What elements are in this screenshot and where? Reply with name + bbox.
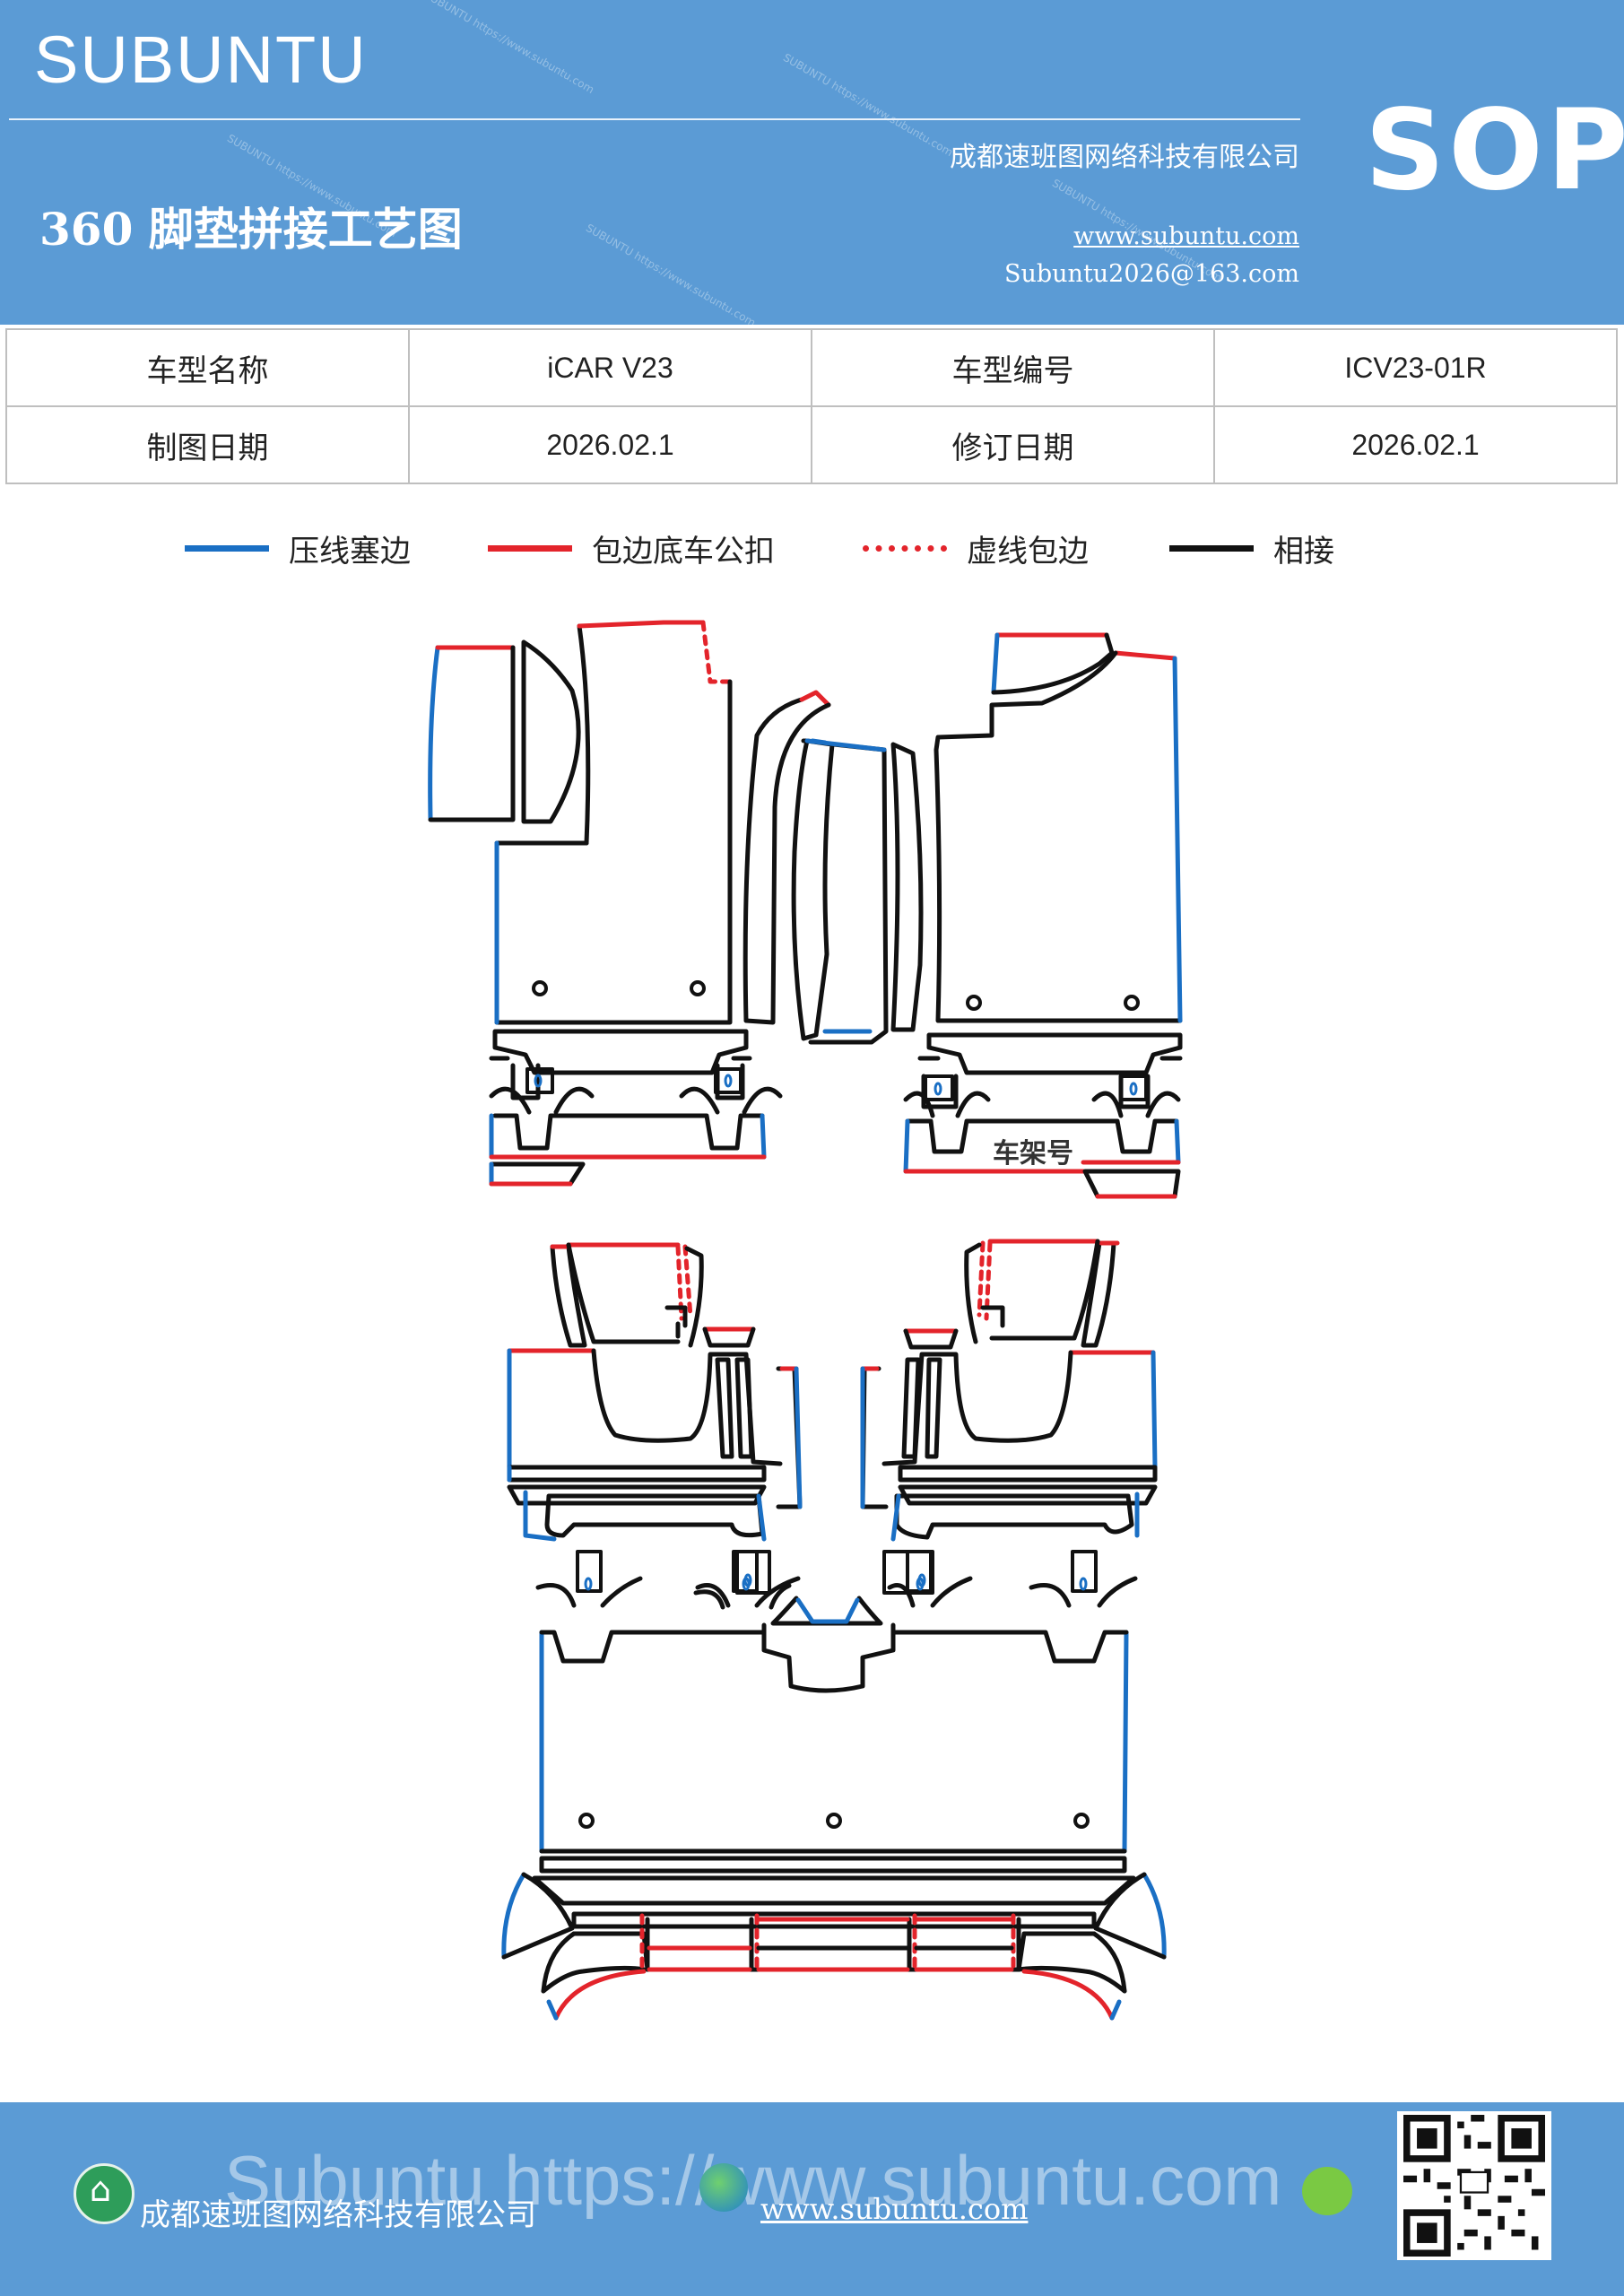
rear-hump-connector — [693, 1550, 934, 1693]
rear-right-mat — [860, 1239, 1158, 1608]
building-icon — [74, 2163, 135, 2224]
blue-line-swatch — [185, 544, 269, 552]
drawing-date-label: 制图日期 — [5, 405, 410, 484]
brand-logo-text: SUBUNTU — [34, 22, 368, 97]
legend-label: 包边底车公扣 — [592, 533, 775, 570]
rear-main-mat — [501, 1630, 1167, 2021]
qr-code-pattern — [1403, 2115, 1545, 2257]
footer-website-link[interactable]: www.subuntu.com — [760, 2192, 1029, 2226]
legend-label: 虚线包边 — [967, 533, 1089, 570]
center-tunnel-mat — [743, 690, 924, 1045]
line-legend: 压线塞边 包边底车公扣 虚线包边 相接 — [0, 526, 1624, 570]
front-right-mat: 车架号 — [903, 632, 1183, 1199]
header-divider — [9, 118, 1300, 120]
model-name-value: iCAR V23 — [408, 328, 812, 407]
front-left-mat — [428, 620, 783, 1187]
table-row: 制图日期 2026.02.1 修订日期 2026.02.1 — [5, 405, 1618, 484]
rear-left-mat — [507, 1242, 803, 1608]
revision-date-label: 修订日期 — [811, 405, 1215, 484]
qr-code — [1397, 2111, 1551, 2260]
company-name: 成都速班图网络科技有限公司 — [950, 142, 1299, 173]
footer-company-name: 成都速班图网络科技有限公司 — [140, 2197, 536, 2233]
revision-date-value: 2026.02.1 — [1213, 405, 1618, 484]
document-title: 360 脚垫拼接工艺图 — [39, 203, 463, 256]
red-line-swatch — [488, 544, 572, 552]
globe-icon — [699, 2163, 748, 2212]
table-row: 车型名称 iCAR V23 车型编号 ICV23-01R — [5, 328, 1618, 407]
model-code-value: ICV23-01R — [1213, 328, 1618, 407]
frame-number-label: 车架号 — [993, 1138, 1073, 1170]
email-address: Subuntu2026@163.com — [1004, 260, 1299, 288]
header-banner: SUBUNTU https://www.subuntu.com SUBUNTU … — [0, 0, 1624, 329]
legend-item-dashed-binding: 虚线包边 — [863, 526, 1089, 570]
legend-item-joint: 相接 — [1169, 526, 1334, 570]
footer-watermark: Subuntu https://www.subuntu.com — [224, 2141, 1282, 2220]
legend-item-press-line: 压线塞边 — [185, 526, 411, 570]
legend-item-edge-binding: 包边底车公扣 — [488, 526, 775, 570]
footer-banner — [0, 2102, 1624, 2296]
sop-badge: SOP — [1365, 86, 1624, 215]
red-dashed-swatch — [863, 544, 947, 552]
website-link[interactable]: www.subuntu.com — [1073, 222, 1299, 250]
model-name-label: 车型名称 — [5, 328, 410, 407]
vehicle-info-table: 车型名称 iCAR V23 车型编号 ICV23-01R 制图日期 2026.0… — [5, 328, 1618, 484]
legend-label: 相接 — [1273, 533, 1334, 570]
legend-label: 压线塞边 — [289, 533, 411, 570]
drawing-date-value: 2026.02.1 — [408, 405, 812, 484]
wechat-icon — [1302, 2167, 1352, 2215]
black-line-swatch — [1169, 544, 1254, 552]
model-code-label: 车型编号 — [811, 328, 1215, 407]
